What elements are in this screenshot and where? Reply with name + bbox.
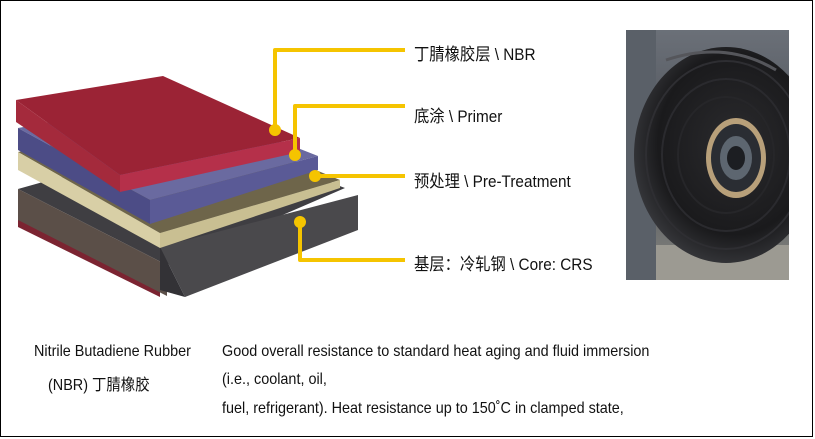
material-description-line2: (i.e., coolant, oil,: [222, 371, 327, 388]
leader-dot-pretreatment: [309, 170, 321, 182]
layer-label-nbr: 丁腈橡胶层 \ NBR: [414, 45, 536, 64]
leader-line-primer: [293, 104, 405, 155]
leader-line-core: [298, 222, 405, 262]
coil-photo: [626, 30, 789, 280]
nbr-slab: [16, 76, 300, 192]
leader-dot-core: [294, 216, 306, 228]
leader-lines: [273, 48, 405, 262]
leader-dot-primer: [289, 149, 301, 161]
layer-label-pretreatment: 预处理 \ Pre-Treatment: [414, 172, 571, 191]
material-name-line1: Nitrile Butadiene Rubber: [34, 343, 191, 360]
leader-dots: [269, 124, 321, 228]
material-description-line3: fuel, refrigerant). Heat resistance up t…: [222, 400, 624, 417]
layer-label-core: 基层：冷轧钢 \ Core: CRS: [414, 255, 593, 274]
material-name-line2: (NBR) 丁腈橡胶: [48, 377, 150, 394]
coil-illustration: [626, 30, 789, 280]
material-description-line1: Good overall resistance to standard heat…: [222, 343, 650, 360]
leader-dot-nbr: [269, 124, 281, 136]
leader-line-nbr: [273, 48, 405, 130]
layer-label-primer: 底涂 \ Primer: [414, 107, 503, 126]
